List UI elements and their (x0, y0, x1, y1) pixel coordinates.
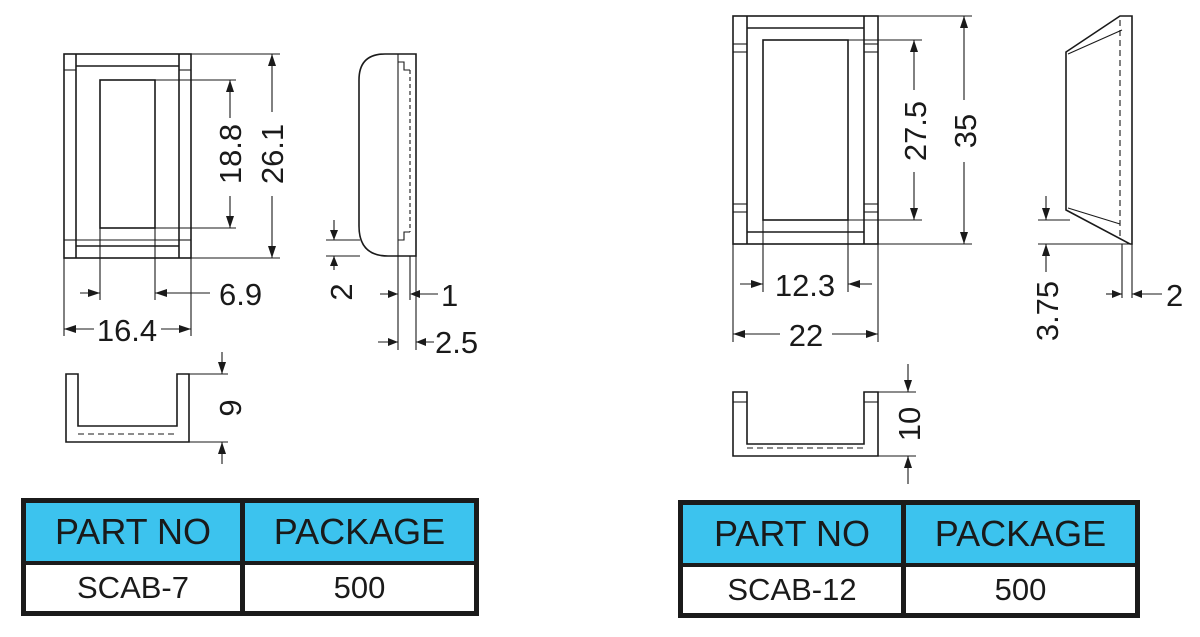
scab7-part-no-header: PART NO (26, 503, 245, 565)
scab7-side-view (358, 53, 417, 350)
scab7-inner-height-label: 18.8 (213, 124, 248, 184)
scab7-outer-width-label: 16.4 (97, 313, 157, 348)
scab7-dim-height: 9 (189, 352, 248, 464)
scab7-height-label: 9 (213, 399, 248, 416)
scab12-front-view (732, 15, 879, 245)
scab12-dim-side-b: 2 (1106, 278, 1183, 313)
scab12-inner-width-label: 12.3 (775, 268, 835, 303)
scab12-height-label: 10 (892, 407, 927, 441)
scab12-dim-height-outer: 35 (878, 15, 983, 245)
scab7-package-header: PACKAGE (245, 503, 474, 565)
scab7-part-no-value: SCAB-7 (26, 565, 245, 611)
scab12-package-value: 500 (906, 567, 1135, 613)
scab7-dim-width-inner: 6.9 (80, 228, 262, 312)
scab7-dim-side-a: 2 (324, 220, 360, 301)
scab7-dim-height-inner: 18.8 (155, 79, 248, 229)
scab12-dim-side-a: 3.75 (1030, 196, 1130, 341)
scab12-parts-table: PART NO PACKAGE SCAB-12 500 (678, 500, 1140, 618)
scab12-bottom-view (732, 391, 879, 457)
scab7-front-view (63, 53, 192, 259)
scab12-side-b-label: 2 (1166, 278, 1183, 313)
scab12-side-a-label: 3.75 (1030, 281, 1065, 341)
scab7-package-value: 500 (245, 565, 474, 611)
scab12-side-view (1065, 15, 1133, 298)
scab12-package-header: PACKAGE (906, 505, 1135, 567)
scab7-dim-width-outer: 16.4 (63, 258, 192, 348)
scab12-outer-width-label: 22 (789, 318, 823, 353)
scab7-outer-height-label: 26.1 (255, 124, 290, 184)
scab12-dim-width-inner: 12.3 (740, 220, 872, 303)
scab12-part-no-value: SCAB-12 (683, 567, 906, 613)
scab7-dim-height-outer: 26.1 (191, 53, 290, 259)
scab12-dim-height-inner: 27.5 (848, 39, 933, 221)
scab12-part-no-header: PART NO (683, 505, 906, 567)
scab12-dim-width-outer: 22 (732, 244, 879, 353)
scab7-parts-table: PART NO PACKAGE SCAB-7 500 (21, 498, 479, 616)
scab7-side-b-label: 1 (441, 278, 458, 313)
scab7-dim-side-b: 1 (380, 278, 458, 313)
scab12-outer-height-label: 35 (948, 114, 983, 148)
scab7-bottom-view (65, 373, 190, 443)
scab12-dim-height: 10 (878, 364, 927, 484)
scab12-inner-height-label: 27.5 (898, 101, 933, 161)
scab7-side-a-label: 2 (324, 283, 359, 300)
scab7-inner-width-label: 6.9 (219, 277, 262, 312)
scab7-dim-side-c: 2.5 (378, 325, 478, 360)
scab7-side-c-label: 2.5 (435, 325, 478, 360)
